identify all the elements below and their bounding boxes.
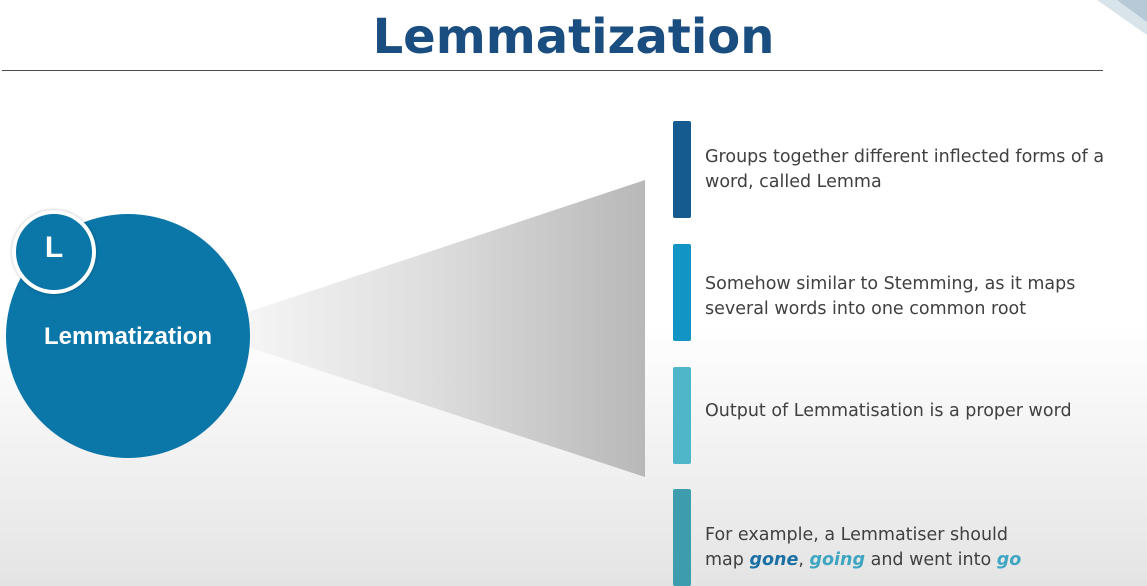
- point-4-bar: [673, 489, 691, 586]
- point-4-sep: ,: [798, 550, 810, 570]
- slide-title: Lemmatization: [372, 9, 775, 65]
- concept-label: Lemmatization: [43, 323, 213, 350]
- point-4-text: For example, a Lemmatiser should map gon…: [705, 523, 1125, 573]
- letter-badge: [12, 210, 96, 294]
- point-4-middle: and went into: [865, 550, 997, 570]
- corner-decoration: [1097, 0, 1147, 35]
- point-1-text: Groups together different inflected form…: [705, 147, 1105, 192]
- point-2-bar: [673, 244, 691, 341]
- badge-letter: L: [44, 231, 64, 264]
- point-3-bar: [673, 367, 691, 464]
- point-1-bar: [673, 121, 691, 218]
- point-4-prefix: map: [705, 550, 750, 570]
- point-4-line1: For example, a Lemmatiser should: [705, 525, 1009, 545]
- title-divider: [2, 70, 1103, 71]
- example-go: go: [996, 550, 1022, 570]
- example-gone: gone: [749, 550, 799, 570]
- point-2-text: Somehow similar to Stemming, as it maps …: [705, 274, 1076, 319]
- point-3-text: Output of Lemmatisation is a proper word: [705, 401, 1072, 421]
- example-going: going: [809, 550, 866, 570]
